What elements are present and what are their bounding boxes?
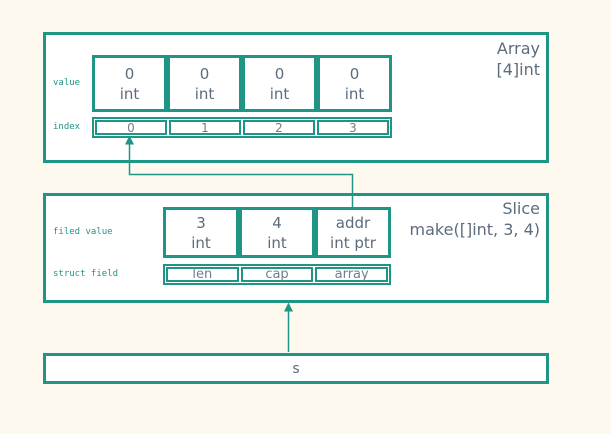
array-index-1: 1 — [169, 120, 241, 135]
slice-field-row-label: struct field — [53, 269, 119, 279]
s-to-slice-arrow — [284, 302, 293, 352]
array-cell-2-value: 0 — [274, 64, 285, 83]
slice-cell-array-ptr: addr int ptr — [315, 207, 391, 258]
struct-field-array: array — [315, 267, 389, 282]
slice-cell-array-ptr-type: int ptr — [330, 233, 376, 252]
array-type-label: [4]int — [496, 60, 540, 79]
variable-label: s — [292, 360, 300, 377]
slice-panel: Slice make([]int, 3, 4) filed value 3 in… — [43, 193, 549, 303]
slice-constructor-label: make([]int, 3, 4) — [409, 220, 540, 239]
slice-cell-cap-value: 4 — [272, 213, 282, 232]
arrow-head-up-icon — [284, 302, 293, 312]
array-index-3: 3 — [317, 120, 389, 135]
array-cell-2: 0 int — [242, 55, 317, 112]
slice-cell-len-type: int — [191, 233, 211, 252]
array-title: Array — [496, 39, 540, 58]
array-cell-3-value: 0 — [349, 64, 360, 83]
slice-cell-len-value: 3 — [196, 213, 206, 232]
array-cell-0-value: 0 — [124, 64, 135, 83]
array-cell-0-type: int — [119, 84, 140, 103]
array-cell-1: 0 int — [167, 55, 242, 112]
array-index-0: 0 — [95, 120, 167, 135]
variable-box-s: s — [43, 353, 549, 384]
slice-cell-array-ptr-value: addr — [335, 213, 371, 232]
struct-field-len: len — [166, 267, 239, 282]
array-index-row-label: index — [53, 122, 81, 132]
slice-value-row-label: filed value — [53, 227, 113, 237]
slice-value-row: 3 int 4 int addr int ptr — [163, 207, 391, 258]
array-panel-title: Array [4]int — [496, 38, 540, 80]
slice-cell-cap-type: int — [267, 233, 287, 252]
array-value-row-label: value — [53, 78, 81, 88]
slice-title: Slice — [502, 199, 540, 218]
slice-cell-len: 3 int — [163, 207, 239, 258]
array-index-2: 2 — [243, 120, 315, 135]
array-cell-3-type: int — [344, 84, 365, 103]
array-cell-1-value: 0 — [199, 64, 210, 83]
array-cell-3: 0 int — [317, 55, 392, 112]
array-index-row: 0 1 2 3 — [92, 117, 392, 138]
array-value-row: 0 int 0 int 0 int 0 int — [92, 55, 392, 112]
slice-panel-title: Slice make([]int, 3, 4) — [410, 198, 540, 240]
array-cell-2-type: int — [269, 84, 290, 103]
array-cell-0: 0 int — [92, 55, 167, 112]
slice-cell-cap: 4 int — [239, 207, 315, 258]
array-cell-1-type: int — [194, 84, 215, 103]
struct-field-cap: cap — [240, 267, 314, 282]
array-panel: Array [4]int value 0 int 0 int 0 int 0 i… — [43, 32, 549, 163]
slice-struct-field-row: len cap array — [163, 264, 391, 285]
